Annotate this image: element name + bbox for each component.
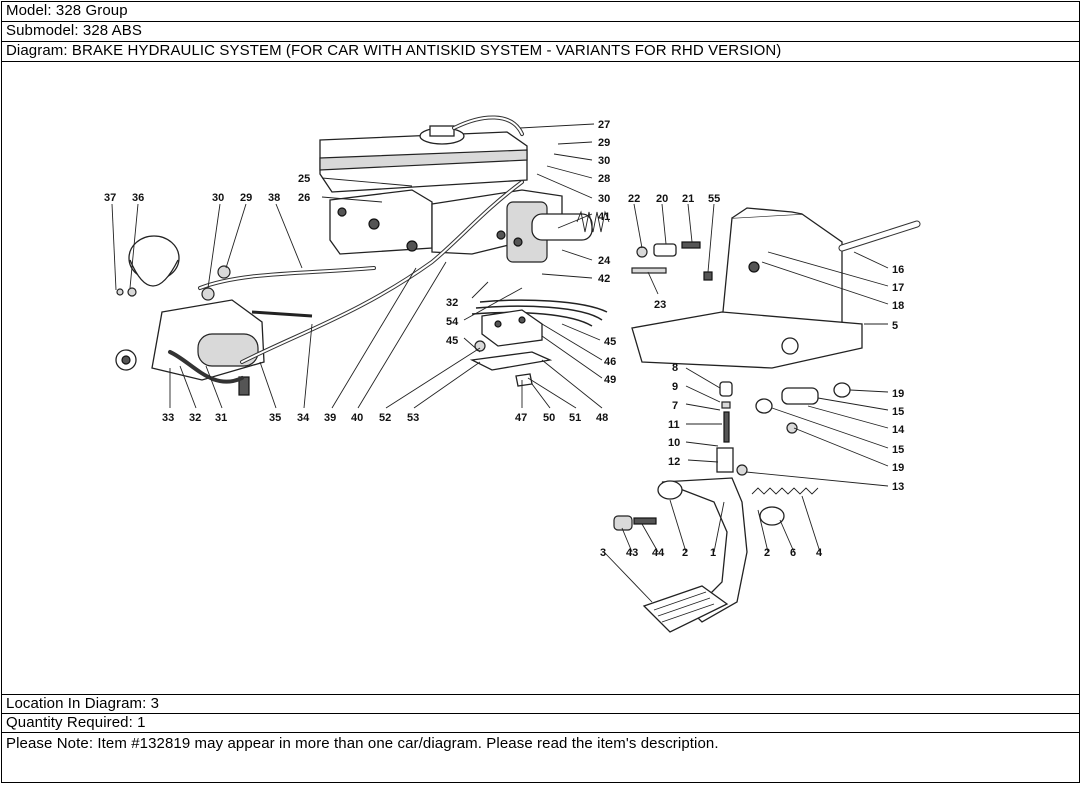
callout-19: 19 [892, 388, 904, 400]
callout-22: 22 [628, 193, 640, 205]
callout-25: 25 [298, 173, 310, 185]
callout-24: 24 [598, 255, 611, 267]
callout-12: 12 [668, 456, 680, 468]
callout-15: 15 [892, 406, 904, 418]
brake-pedal [613, 477, 819, 633]
callout-labels: 27 29 30 28 30 25 26 37 36 30 29 38 22 2… [104, 119, 905, 559]
divider [2, 41, 1079, 42]
callout-30: 30 [598, 155, 610, 167]
exploded-parts-diagram: 27 29 30 28 30 25 26 37 36 30 29 38 22 2… [2, 62, 1079, 694]
callout-26: 26 [298, 192, 310, 204]
callout-39: 39 [324, 412, 336, 424]
callout-51: 51 [569, 412, 581, 424]
divider [2, 21, 1079, 22]
pressure-accumulator [116, 235, 180, 297]
callout-55: 55 [708, 193, 720, 205]
callout-41: 41 [598, 211, 610, 223]
abs-pump-unit [115, 265, 265, 396]
quantity-line: Quantity Required: 1 [6, 714, 146, 731]
callout-5: 5 [892, 320, 898, 332]
divider [2, 61, 1079, 62]
callout-44: 44 [652, 547, 665, 559]
callout-19: 19 [892, 462, 904, 474]
model-line: Model: 328 Group [6, 2, 128, 19]
callout-10: 10 [668, 437, 680, 449]
callout-18: 18 [892, 300, 904, 312]
callout-50: 50 [543, 412, 555, 424]
callout-16: 16 [892, 264, 904, 276]
callout-7: 7 [672, 400, 678, 412]
divider [2, 732, 1079, 733]
callout-17: 17 [892, 282, 904, 294]
callout-32: 32 [189, 412, 201, 424]
leader-lines [111, 123, 889, 603]
callout-29: 29 [240, 192, 252, 204]
callout-20: 20 [656, 193, 668, 205]
callout-45: 45 [604, 336, 616, 348]
callout-14: 14 [892, 424, 905, 436]
pedal-box-housing [631, 207, 921, 369]
push-rod-parts [631, 241, 713, 281]
callout-23: 23 [654, 299, 666, 311]
callout-46: 46 [604, 356, 616, 368]
callout-48: 48 [596, 412, 608, 424]
divider [2, 713, 1079, 714]
location-line: Location In Diagram: 3 [6, 695, 160, 712]
diagram-title: Diagram: BRAKE HYDRAULIC SYSTEM (FOR CAR… [6, 42, 782, 59]
callout-30: 30 [598, 193, 610, 205]
callout-52: 52 [379, 412, 391, 424]
callout-38: 38 [268, 192, 280, 204]
distributor-block [469, 309, 553, 387]
callout-8: 8 [672, 362, 678, 374]
callout-32: 32 [446, 297, 458, 309]
fluid-reservoir [319, 115, 528, 193]
callout-36: 36 [132, 192, 144, 204]
callout-37: 37 [104, 192, 116, 204]
callout-2: 2 [764, 547, 770, 559]
callout-34: 34 [297, 412, 310, 424]
callout-40: 40 [351, 412, 363, 424]
callout-47: 47 [515, 412, 527, 424]
submodel-line: Submodel: 328 ABS [6, 22, 142, 39]
callout-45: 45 [446, 335, 458, 347]
callout-42: 42 [598, 273, 610, 285]
callout-15: 15 [892, 444, 904, 456]
callout-13: 13 [892, 481, 904, 493]
return-spring [576, 210, 610, 233]
callout-43: 43 [626, 547, 638, 559]
callout-53: 53 [407, 412, 419, 424]
callout-29: 29 [598, 137, 610, 149]
callout-31: 31 [215, 412, 227, 424]
callout-30: 30 [212, 192, 224, 204]
brake-system-illustration: 27 29 30 28 30 25 26 37 36 30 29 38 22 2… [104, 115, 921, 633]
callout-49: 49 [604, 374, 616, 386]
callout-21: 21 [682, 193, 694, 205]
callout-33: 33 [162, 412, 174, 424]
brake-pipes [198, 180, 608, 364]
callout-2: 2 [682, 547, 688, 559]
callout-54: 54 [446, 316, 459, 328]
callout-3: 3 [600, 547, 606, 559]
callout-35: 35 [269, 412, 281, 424]
callout-9: 9 [672, 381, 678, 393]
callout-28: 28 [598, 173, 610, 185]
callout-27: 27 [598, 119, 610, 131]
stop-switch-assembly [716, 381, 851, 476]
note-line: Please Note: Item #132819 may appear in … [6, 735, 719, 752]
callout-4: 4 [816, 547, 823, 559]
callout-6: 6 [790, 547, 796, 559]
callout-11: 11 [668, 419, 680, 431]
callout-1: 1 [710, 547, 716, 559]
divider [2, 694, 1079, 695]
